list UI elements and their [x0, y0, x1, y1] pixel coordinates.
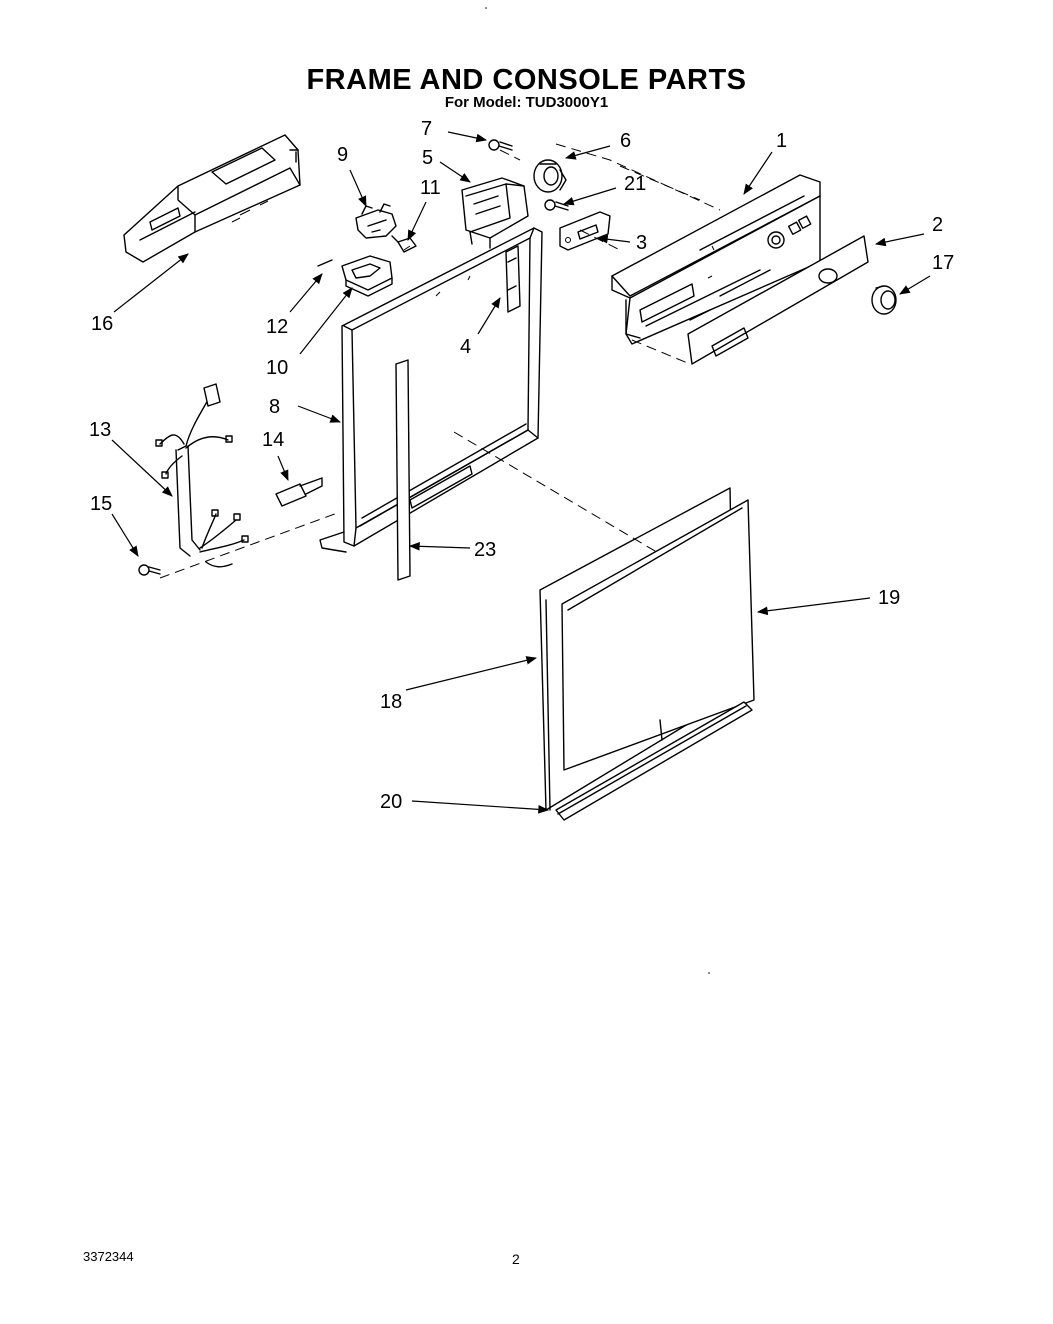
callout-6: 6: [620, 130, 631, 152]
callout-3: 3: [636, 232, 647, 254]
callout-23: 23: [474, 539, 496, 561]
callout-19: 19: [878, 587, 900, 609]
part-2-overlay: [687, 235, 869, 365]
callout-8: 8: [269, 396, 280, 418]
callout-11: 11: [420, 177, 441, 199]
callout-20: 20: [380, 791, 402, 813]
part-7-screw: [488, 139, 513, 151]
callout-1: 1: [776, 130, 787, 152]
page-title: FRAME AND CONSOLE PARTS: [306, 64, 747, 96]
callout-18: 18: [380, 691, 402, 713]
callout-13: 13: [89, 419, 111, 441]
callout-16: 16: [91, 313, 113, 335]
part-1-console: [611, 174, 821, 345]
callout-labels: 1 2 3 4 5 6 7 8 9 10 11 12 13 14 15 16 1…: [89, 118, 954, 813]
callout-4: 4: [460, 336, 471, 358]
callout-7: 7: [421, 118, 432, 140]
part-17-knob: [871, 285, 897, 315]
callout-10: 10: [266, 357, 288, 379]
part-23-strip: [395, 359, 411, 581]
part-3-plate: [559, 211, 611, 251]
part-10-bracket: [341, 255, 393, 297]
model-subtitle: For Model: TUD3000Y1: [444, 94, 609, 111]
callout-12: 12: [266, 316, 288, 338]
callout-17: 17: [932, 252, 954, 274]
part-16-console-cover: [123, 134, 301, 263]
part-21-screw: [544, 199, 569, 211]
part-9-switch: [355, 203, 397, 239]
callout-21: 21: [624, 173, 646, 195]
document-number: 3372344: [83, 1249, 134, 1264]
leader-arrows: [111, 131, 931, 814]
part-11-clip: [391, 235, 417, 253]
page-number: 2: [512, 1251, 520, 1267]
callout-5: 5: [422, 147, 433, 169]
callout-15: 15: [90, 493, 112, 515]
part-6-knob: [533, 159, 567, 193]
part-14-connector: [275, 477, 323, 507]
scan-specks: [485, 7, 710, 974]
part-12-pin: [317, 259, 333, 267]
alignment-lines: [159, 143, 721, 579]
callout-2: 2: [932, 214, 943, 236]
part-15-screw: [138, 564, 161, 576]
part-5-timer: [461, 177, 529, 249]
callout-9: 9: [337, 144, 348, 166]
part-19-door-panel: [539, 487, 755, 811]
part-13-harness: [155, 383, 249, 568]
part-20-trim: [555, 701, 753, 821]
callout-14: 14: [262, 429, 284, 451]
part-18-inner-panel: [545, 599, 663, 811]
